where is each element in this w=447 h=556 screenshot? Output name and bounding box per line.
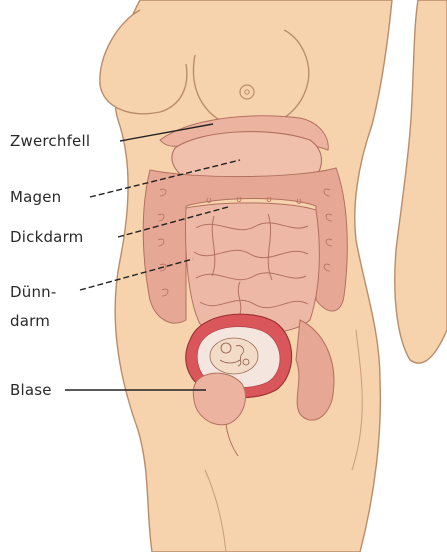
label-small-intestine-line1: Dünn- [10, 282, 56, 302]
label-diaphragm: Zwerchfell [10, 131, 90, 151]
label-stomach: Magen [10, 187, 61, 207]
small-intestine-shape [186, 203, 320, 334]
label-small-intestine-line2: darm [10, 311, 50, 331]
right-arm [395, 0, 447, 363]
label-bladder: Blase [10, 380, 52, 400]
label-large-intestine: Dickdarm [10, 227, 83, 247]
fetus [210, 338, 258, 374]
